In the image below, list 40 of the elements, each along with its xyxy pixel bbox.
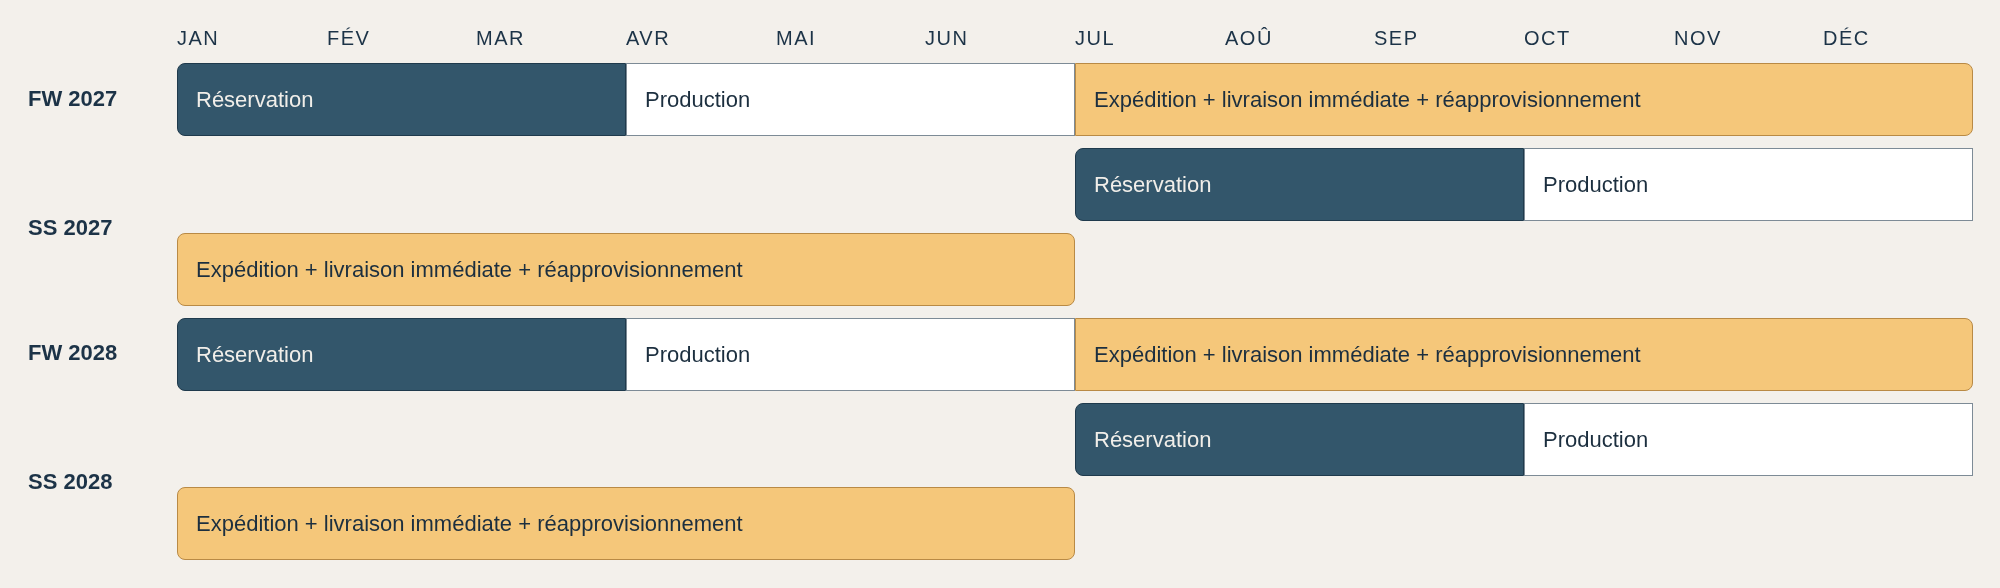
phase-label: Expédition + livraison immédiate + réapprovisionnement <box>1093 341 1641 368</box>
phase-label: Production <box>1542 171 1649 198</box>
booking-bar <box>177 63 626 136</box>
phase-label: Réservation <box>195 86 314 113</box>
phase-label: Expédition + livraison immédiate + réapprovisionnement <box>195 510 743 537</box>
month-label: SEP <box>1374 27 1419 50</box>
month-label: JUN <box>925 27 969 50</box>
month-label: JAN <box>177 27 220 50</box>
phase-label: Réservation <box>1093 426 1212 453</box>
season-label: SS 2027 <box>28 215 113 241</box>
month-label: MAI <box>776 27 817 50</box>
phase-label: Production <box>644 341 751 368</box>
production-bar <box>626 63 1075 136</box>
phase-label: Expédition + livraison immédiate + réapprovisionnement <box>1093 86 1641 113</box>
booking-bar <box>1075 403 1524 476</box>
shipping-bar <box>1075 318 1973 391</box>
production-bar <box>1524 403 1973 476</box>
month-label: OCT <box>1524 27 1571 50</box>
season-label: SS 2028 <box>28 469 113 495</box>
shipping-bar <box>177 233 1075 306</box>
month-label: MAR <box>476 27 525 50</box>
month-label: AVR <box>626 27 671 50</box>
month-label: DÉC <box>1823 27 1870 50</box>
shipping-bar <box>1075 63 1973 136</box>
month-label: NOV <box>1674 27 1722 50</box>
booking-bar <box>177 318 626 391</box>
month-label: AOÛ <box>1225 27 1273 50</box>
phase-label: Production <box>1542 426 1649 453</box>
phase-label: Production <box>644 86 751 113</box>
season-label: FW 2027 <box>28 86 118 112</box>
production-bar <box>626 318 1075 391</box>
month-label: FÉV <box>327 27 371 50</box>
booking-bar <box>1075 148 1524 221</box>
production-bar <box>1524 148 1973 221</box>
shipping-bar <box>177 487 1075 560</box>
phase-label: Réservation <box>195 341 314 368</box>
phase-label: Expédition + livraison immédiate + réapprovisionnement <box>195 256 743 283</box>
month-label: JUL <box>1075 27 1116 50</box>
season-label: FW 2028 <box>28 340 118 366</box>
phase-label: Réservation <box>1093 171 1212 198</box>
